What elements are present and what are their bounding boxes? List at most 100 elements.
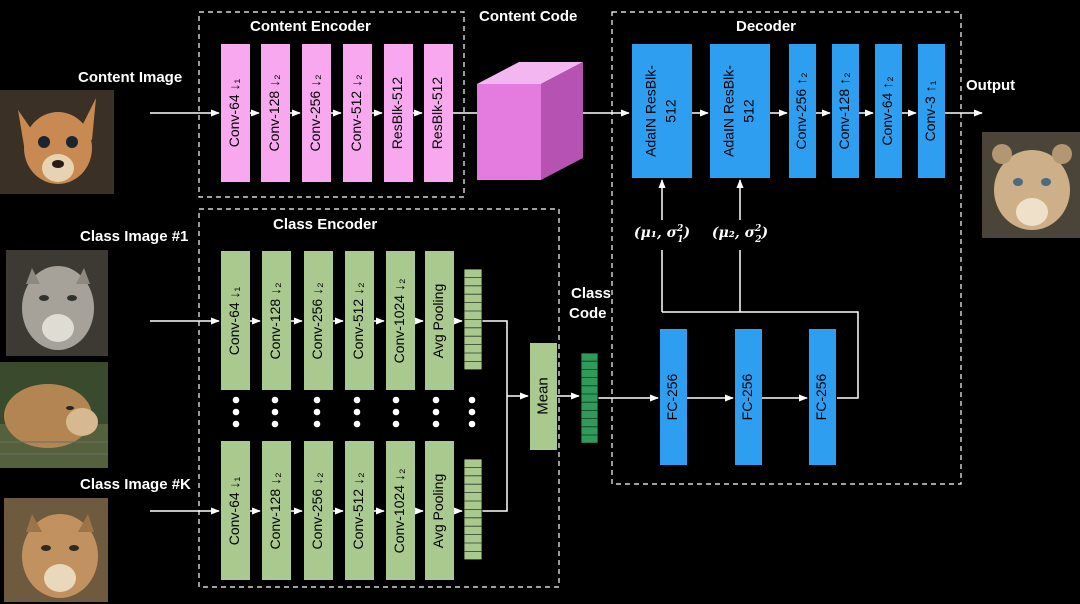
decoder-adain-label: AdaIN ResBlk- bbox=[721, 65, 737, 157]
class-image-cougar-1 bbox=[6, 250, 108, 356]
ellipsis-dot bbox=[468, 420, 476, 428]
content-code-title: Content Code bbox=[479, 8, 578, 25]
connector bbox=[661, 250, 859, 399]
class-encoder-layer-label: Conv-128 ↓₂ bbox=[267, 282, 283, 359]
class-encoder-frame bbox=[198, 208, 560, 588]
ellipsis-dot bbox=[468, 396, 476, 404]
ellipsis-dot bbox=[392, 396, 400, 404]
class-code-title-line2: Code bbox=[569, 305, 607, 322]
content-encoder-layer bbox=[424, 44, 453, 182]
decoder-conv-label: Conv-128 ↑₂ bbox=[836, 72, 852, 149]
decoder-conv-label: Conv-3 ↑₁ bbox=[922, 80, 938, 141]
class-encoder-layer bbox=[262, 441, 291, 580]
class-encoder-layer bbox=[425, 441, 454, 580]
output-image-lion-cub bbox=[982, 132, 1080, 238]
connector bbox=[482, 320, 508, 396]
decoder-frame bbox=[611, 11, 962, 485]
ellipsis-dot bbox=[392, 408, 400, 416]
connection-lines bbox=[150, 109, 983, 515]
content-encoder-layer bbox=[261, 44, 290, 182]
ellipsis-dot bbox=[353, 408, 361, 416]
class-encoder-layer bbox=[425, 251, 454, 390]
ellipsis-dot bbox=[232, 396, 240, 404]
decoder-adain-label: 512 bbox=[663, 99, 679, 123]
class-image-cougar-k bbox=[4, 498, 108, 602]
fc-layer bbox=[660, 329, 687, 465]
content-encoder-layer bbox=[221, 44, 250, 182]
content-encoder-layer-label: Conv-64 ↓₁ bbox=[226, 78, 242, 147]
ellipsis-dot bbox=[271, 408, 279, 416]
fc-layer-label: FC-256 bbox=[664, 373, 680, 420]
content-encoder-title: Content Encoder bbox=[250, 18, 371, 35]
class-encoder-layer-label: Conv-1024 ↓₂ bbox=[391, 469, 407, 554]
class-encoder-layer-label: Conv-512 ↓₂ bbox=[350, 282, 366, 359]
ellipsis-dot bbox=[232, 420, 240, 428]
fc-layer bbox=[809, 329, 836, 465]
class-encoder-layer-label: Avg Pooling bbox=[430, 474, 446, 548]
decoder-conv-label: Conv-256 ↑₂ bbox=[793, 72, 809, 149]
mean-block bbox=[530, 343, 557, 450]
class-encoder-layer-label: Conv-64 ↓₁ bbox=[226, 286, 242, 355]
class-code-title-line1: Class bbox=[571, 285, 612, 302]
class-encoder-layer bbox=[262, 251, 291, 390]
fc-layer-label: FC-256 bbox=[813, 373, 829, 420]
decoder-adain-layer bbox=[710, 44, 770, 178]
content-code-block bbox=[477, 62, 583, 180]
class-image-k-label: Class Image #K bbox=[80, 476, 191, 493]
decoder-conv-layer bbox=[875, 44, 902, 178]
decoder-conv-layer bbox=[918, 44, 945, 178]
ellipsis-dot bbox=[392, 420, 400, 428]
class-image-cougar-2 bbox=[0, 362, 108, 468]
decoder-conv-label: Conv-64 ↑₂ bbox=[879, 76, 895, 145]
decoder-adain-label: 512 bbox=[741, 99, 757, 123]
connector bbox=[482, 396, 508, 512]
class-encoder-title: Class Encoder bbox=[273, 216, 378, 233]
ellipsis-dot bbox=[232, 408, 240, 416]
class-encoder-layer bbox=[221, 251, 250, 390]
content-encoder-layer-label: Conv-512 ↓₂ bbox=[348, 74, 364, 151]
class-encoder-layer bbox=[386, 251, 415, 390]
ellipsis-dot bbox=[468, 408, 476, 416]
content-encoder-layer-label: ResBlk-512 bbox=[429, 77, 445, 150]
ellipsis-dot bbox=[432, 396, 440, 404]
ellipsis-dot bbox=[271, 420, 279, 428]
decoder-title: Decoder bbox=[736, 18, 797, 35]
class-image-1-label: Class Image #1 bbox=[80, 228, 189, 245]
ellipsis-dot bbox=[353, 396, 361, 404]
class-encoder-layer-label: Conv-64 ↓₁ bbox=[226, 476, 242, 545]
class-encoder-layer-label: Conv-1024 ↓₂ bbox=[391, 279, 407, 364]
class-encoder-layer-label: Conv-128 ↓₂ bbox=[267, 472, 283, 549]
decoder-conv-layer bbox=[832, 44, 859, 178]
decoder-adain-layer bbox=[632, 44, 692, 178]
decoder-adain-label: AdaIN ResBlk- bbox=[643, 65, 659, 157]
content-encoder-layer-label: Conv-128 ↓₂ bbox=[266, 74, 282, 151]
content-encoder-layer-label: Conv-256 ↓₂ bbox=[307, 74, 323, 151]
class-encoder-layer-label: Conv-256 ↓₂ bbox=[309, 282, 325, 359]
class-code-vector bbox=[580, 352, 599, 444]
ellipsis-dot bbox=[353, 420, 361, 428]
ellipsis-dot bbox=[313, 420, 321, 428]
decoder-conv-layer bbox=[789, 44, 816, 178]
content-encoder-layer bbox=[302, 44, 331, 182]
output-label: Output bbox=[966, 77, 1016, 94]
mean-label: Mean bbox=[534, 377, 551, 415]
ellipsis-dot bbox=[432, 408, 440, 416]
class-encoder-layer-label: Conv-512 ↓₂ bbox=[350, 472, 366, 549]
class-encoder-layer bbox=[221, 441, 250, 580]
class-encoder-layer bbox=[345, 251, 374, 390]
ellipsis-dot bbox=[271, 396, 279, 404]
content-encoder-layer bbox=[343, 44, 372, 182]
fc-layer-label: FC-256 bbox=[739, 373, 755, 420]
content-image-label: Content Image bbox=[78, 69, 183, 86]
content-image-dog bbox=[0, 90, 114, 194]
ellipsis-dot bbox=[313, 408, 321, 416]
class-encoder-layer-label: Conv-256 ↓₂ bbox=[309, 472, 325, 549]
class-encoder-layer-label: Avg Pooling bbox=[430, 284, 446, 358]
class-encoder-layer bbox=[304, 441, 333, 580]
class-encoder-layer bbox=[386, 441, 415, 580]
content-encoder-layer bbox=[384, 44, 413, 182]
class-encoder-layer bbox=[304, 251, 333, 390]
